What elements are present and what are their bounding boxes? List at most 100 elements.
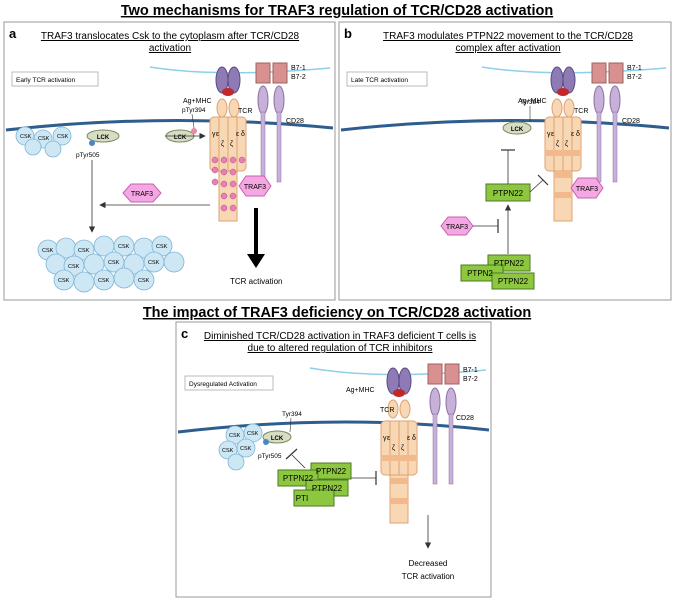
antigen-c bbox=[393, 389, 405, 397]
panel-c-stage: Dysregulated Activation bbox=[189, 381, 257, 388]
chain-gamma-c: γ bbox=[383, 435, 387, 442]
tcr-complex-b bbox=[544, 116, 582, 222]
title-bottom: The impact of TRAF3 deficiency on TCR/CD… bbox=[143, 305, 531, 321]
panel-c-heading-2: due to altered regulation of TCR inhibit… bbox=[248, 343, 433, 354]
panel-c-heading-1: Diminished TCR/CD28 activation in TRAF3 … bbox=[204, 331, 476, 342]
tcr-label-a: TCR bbox=[238, 108, 252, 115]
inhibit-ptpn22-tcr-b bbox=[529, 179, 544, 193]
csk-c-label3: CSK bbox=[222, 448, 234, 454]
ag-mhc-label-c: Ag+MHC bbox=[346, 387, 375, 394]
cd28-label-b: CD28 bbox=[622, 118, 640, 125]
b7-2-label-c: B7-2 bbox=[463, 376, 478, 383]
tcr-complex-c bbox=[380, 420, 418, 524]
panel-b: b TRAF3 modulates PTPN22 movement to the… bbox=[338, 21, 672, 301]
lck-b bbox=[502, 121, 532, 135]
csk-a2: CSK bbox=[38, 136, 50, 142]
csk-c7: CSK bbox=[148, 260, 160, 266]
tyr394-b: Tyr394 bbox=[520, 99, 540, 106]
lck-label-c: LCK bbox=[271, 436, 284, 442]
traf3-label-a: TRAF3 bbox=[131, 191, 153, 198]
ptpn22-label-b2: PTPN22 bbox=[494, 259, 525, 268]
chain-delta-c: δ bbox=[412, 435, 416, 442]
chain-eps-a2: ε bbox=[236, 131, 239, 138]
chain-eps-b2: ε bbox=[571, 131, 574, 138]
cd28-label-a: CD28 bbox=[286, 118, 304, 125]
cd28-c bbox=[429, 387, 441, 417]
panel-a-heading-2: activation bbox=[149, 43, 191, 54]
ptpn22-stack-b bbox=[460, 254, 535, 290]
chain-zeta-b: ζ bbox=[556, 141, 559, 148]
chain-delta-b: δ bbox=[576, 131, 580, 138]
chain-zeta-b2: ζ bbox=[565, 141, 568, 148]
chain-eps-c2: ε bbox=[407, 435, 410, 442]
b7-1-label-c: B7-1 bbox=[463, 367, 478, 374]
csk-c-label1: CSK bbox=[229, 433, 241, 439]
panel-a-letter: a bbox=[9, 26, 17, 41]
b7-1-c bbox=[427, 363, 443, 385]
b7-2-label-b: B7-2 bbox=[627, 74, 642, 81]
csk-c bbox=[218, 423, 263, 471]
ptpn22-label-b3: PTPN2 bbox=[467, 269, 493, 278]
ptpn22-stack-c bbox=[277, 462, 352, 507]
chain-gamma-a: γ bbox=[212, 131, 216, 138]
chain-gamma-b: γ bbox=[547, 131, 551, 138]
traf3-b bbox=[440, 216, 474, 236]
b7-1-a bbox=[255, 62, 271, 84]
b7-2-a bbox=[272, 62, 288, 84]
b7-2-label-a: B7-2 bbox=[291, 74, 306, 81]
cd28-b bbox=[593, 85, 605, 115]
panel-b-stage: Late TCR activation bbox=[351, 77, 408, 84]
csk-membrane-a bbox=[15, 126, 72, 158]
csk-c9: CSK bbox=[98, 278, 110, 284]
result-c-2: TCR activation bbox=[402, 572, 454, 581]
panel-c: c Diminished TCR/CD28 activation in TRAF… bbox=[175, 321, 492, 598]
cd28-a bbox=[257, 85, 269, 115]
chain-zeta-c: ζ bbox=[392, 445, 395, 452]
lck-label-a2: LCK bbox=[97, 135, 110, 141]
ag-mhc-label-b: Ag+MHC bbox=[518, 98, 547, 105]
panel-c-letter: c bbox=[181, 326, 188, 341]
csk-c1: CSK bbox=[42, 248, 54, 254]
ptpn22-label-c4: PTI bbox=[296, 494, 308, 503]
ptyr505-a: pTyr505 bbox=[76, 152, 100, 159]
b7-1-b bbox=[591, 62, 607, 84]
tcr-label-b: TCR bbox=[574, 108, 588, 115]
ptpn22-label-b: PTPN22 bbox=[493, 189, 524, 198]
result-a: TCR activation bbox=[230, 277, 282, 286]
chain-eps-b: ε bbox=[551, 131, 554, 138]
ptpn22-label-b4: PTPN22 bbox=[498, 277, 529, 286]
panel-a-stage: Early TCR activation bbox=[16, 77, 76, 84]
inhibit-ptpn22-lck-c bbox=[291, 454, 306, 469]
traf3-bound-b bbox=[570, 177, 604, 199]
cd28-label-c: CD28 bbox=[456, 415, 474, 422]
panel-a: a TRAF3 translocates Csk to the cytoplas… bbox=[3, 21, 336, 301]
csk-a1: CSK bbox=[20, 134, 32, 140]
ptyr394-a: pTyr394 bbox=[182, 107, 206, 114]
csk-c2: CSK bbox=[78, 248, 90, 254]
csk-cluster-a bbox=[37, 235, 185, 293]
csk-c-label2: CSK bbox=[247, 431, 259, 437]
csk-c10: CSK bbox=[138, 278, 150, 284]
csk-c6: CSK bbox=[108, 260, 120, 266]
chain-zeta-a: ζ bbox=[221, 141, 224, 148]
title-top: Two mechanisms for TRAF3 regulation of T… bbox=[121, 3, 553, 19]
csk-a3: CSK bbox=[57, 134, 69, 140]
t-cell-membrane-a bbox=[5, 118, 334, 132]
tcr-label-c: TCR bbox=[380, 407, 394, 414]
lck-label-a: LCK bbox=[174, 135, 187, 141]
chain-zeta-c2: ζ bbox=[401, 445, 404, 452]
csk-c-label4: CSK bbox=[240, 446, 252, 452]
result-c-1: Decreased bbox=[409, 559, 448, 568]
lck-c bbox=[262, 430, 292, 444]
ptpn22-label-c3: PTPN22 bbox=[312, 484, 343, 493]
traf3-label-b2: TRAF3 bbox=[446, 224, 468, 231]
antigen-a bbox=[222, 88, 234, 96]
ptyr505-c: pTyr505 bbox=[258, 453, 282, 460]
chain-eps-c: ε bbox=[387, 435, 390, 442]
tyr394-c: Tyr394 bbox=[282, 411, 302, 418]
ptpn22-label-c2: PTPN22 bbox=[283, 474, 314, 483]
panel-b-heading-1: TRAF3 modulates PTPN22 movement to the T… bbox=[383, 31, 633, 42]
b7-1-label-a: B7-1 bbox=[291, 65, 306, 72]
phospho-sites-a bbox=[211, 156, 246, 212]
